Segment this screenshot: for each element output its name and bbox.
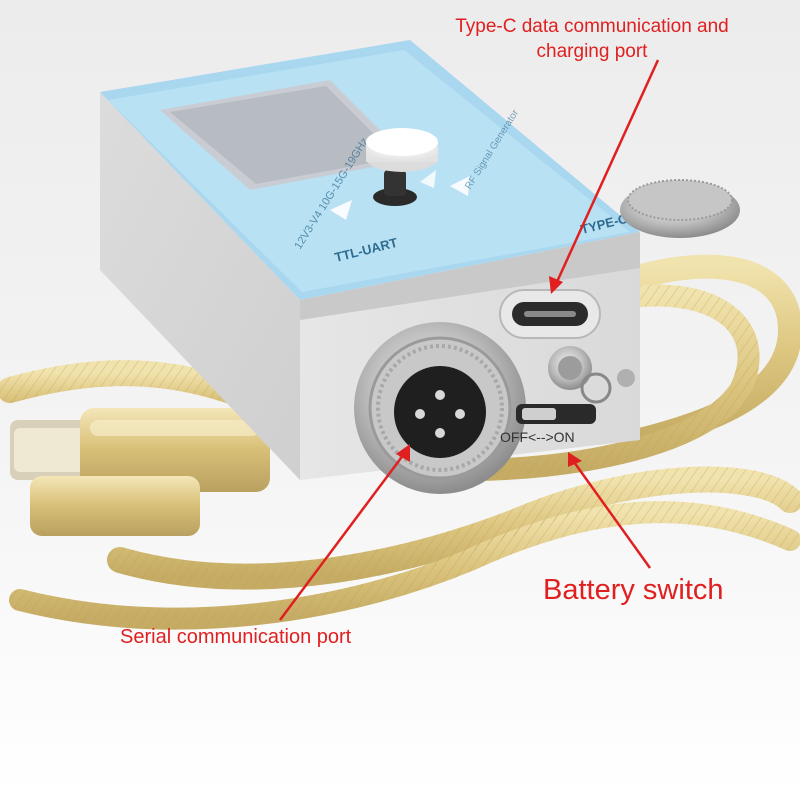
battery-switch-marking: OFF<-->ON <box>500 429 575 445</box>
braided-usb-cable <box>0 254 800 630</box>
serial-port-callout: Serial communication port <box>120 626 352 648</box>
battery-switch: OFF<-->ON <box>500 404 596 445</box>
typec-port-callout: Type-C data communication and charging p… <box>424 14 760 64</box>
type-c-port <box>499 289 601 339</box>
rotary-encoder-knob <box>366 128 438 206</box>
battery-arrowhead <box>568 452 582 467</box>
typec-port-callout-line2: charging port <box>536 41 648 62</box>
serial-arrowhead <box>396 444 410 462</box>
annotation-arrows <box>278 59 660 621</box>
typec-arrowhead <box>549 276 563 294</box>
dust-cap-chain <box>548 179 740 404</box>
usb-c-plug <box>10 408 270 536</box>
serial-aviation-connector <box>354 322 526 494</box>
typec-port-callout-line1: Type-C data communication and <box>455 16 729 37</box>
battery-switch-callout: Battery switch <box>543 574 724 606</box>
